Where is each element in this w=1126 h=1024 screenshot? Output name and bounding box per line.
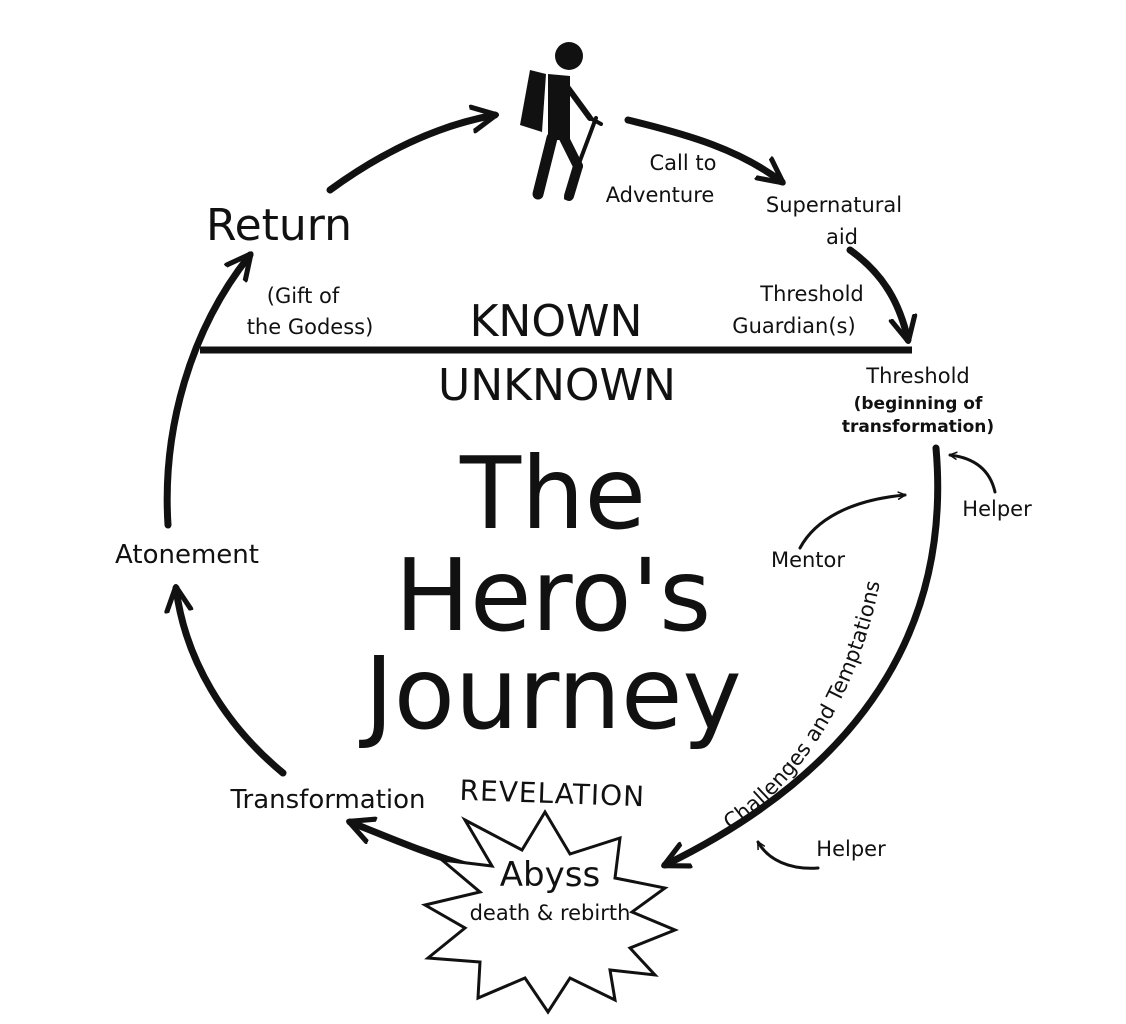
abyss-label: Abyss [500, 855, 600, 895]
threshold-label-line-1: Threshold [865, 364, 970, 388]
known-label: KNOWN [470, 296, 643, 347]
challenges-and-temptations-label: Challenges and Temptations [719, 578, 885, 834]
gift-of-the-goddess-label-line-1: (Gift of [267, 284, 340, 308]
arrow-supernatural-to-threshold [846, 246, 908, 340]
threshold-guardians-label-line-1: Threshold [759, 282, 864, 306]
transformation-label: Transformation [229, 785, 425, 815]
arrow-mentor [798, 495, 907, 550]
mentor-label: Mentor [771, 548, 845, 572]
supernatural-aid-label-line-2: aid [826, 225, 858, 249]
revelation-label: REVELATION [459, 774, 646, 813]
supernatural-aid-label-line-1: Supernatural [766, 193, 902, 217]
arrow-helper-lower [756, 840, 820, 870]
arrow-hero-to-supernatural [624, 116, 782, 186]
return-label: Return [206, 200, 352, 251]
unknown-label: UNKNOWN [438, 360, 676, 411]
hiker-icon [520, 42, 603, 201]
diagram-title-line-2: Hero's [395, 537, 711, 654]
call-to-adventure-label-line-2: Adventure [606, 183, 715, 207]
gift-of-the-goddess-label-line-2: the Godess) [247, 315, 374, 339]
abyss-starburst [420, 809, 679, 1015]
arrow-transformation-to-atonement [176, 588, 287, 777]
helper-upper-label: Helper [962, 497, 1032, 521]
helper-lower-label: Helper [816, 837, 886, 861]
threshold-guardians-label-line-2: Guardian(s) [732, 314, 855, 338]
atonement-label: Atonement [115, 540, 259, 570]
threshold-label-line-3: transformation) [842, 417, 994, 437]
diagram-title-line-3: Journey [358, 635, 742, 752]
arrow-helper-upper [948, 455, 997, 494]
call-to-adventure-label-line-1: Call to [650, 151, 717, 175]
diagram-title-line-1: The [459, 435, 646, 552]
arrow-threshold-down [665, 444, 942, 869]
threshold-label-line-2: (beginning of [854, 394, 983, 414]
arrow-return-to-hero [326, 115, 495, 194]
abyss-subtitle-label: death & rebirth [470, 901, 631, 925]
arrow-atonement-to-return [163, 255, 254, 529]
